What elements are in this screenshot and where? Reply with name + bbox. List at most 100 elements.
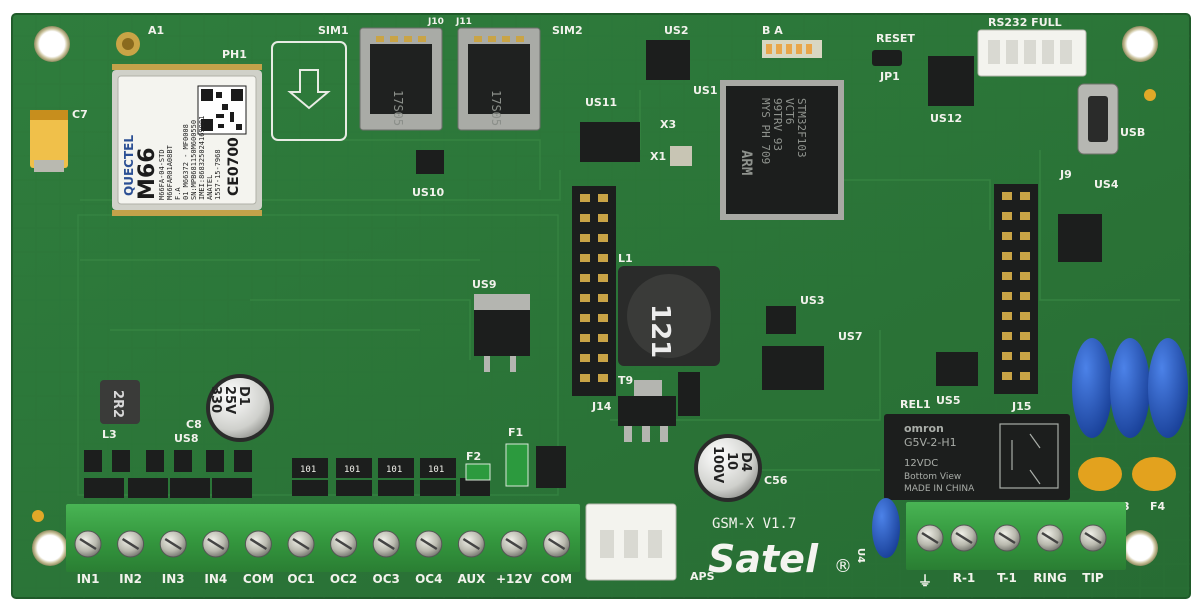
input-resistor-row xyxy=(84,450,252,498)
terminal-left-screw-3[interactable] xyxy=(159,530,187,558)
sim-holder-1-code: 17S05 xyxy=(391,90,405,126)
terminal-left-screw-11[interactable] xyxy=(500,530,528,558)
modem-line1: M66FA-04-STD xyxy=(158,149,166,200)
cap-c8-line3: 330 xyxy=(208,386,223,413)
label-us8: US8 xyxy=(174,432,199,445)
terminal-left-screw-4[interactable] xyxy=(202,530,230,558)
label-u4: U4 xyxy=(855,548,866,563)
brand-registered-mark: ® xyxy=(834,556,852,577)
terminal-screws-right[interactable] xyxy=(916,524,1107,552)
label-c7: C7 xyxy=(72,108,88,121)
ground-symbol-icon: ⏚ xyxy=(918,574,932,590)
brand-logo: Satel xyxy=(708,537,819,581)
label-rs232: RS232 FULL xyxy=(988,16,1062,29)
terminal-left-screw-6[interactable] xyxy=(287,530,315,558)
modem-line3: F.A xyxy=(174,187,182,200)
label-reset: RESET xyxy=(876,32,915,45)
label-sim2: SIM2 xyxy=(552,24,583,37)
label-ba: B A xyxy=(762,24,783,37)
terminal-left-screw-1[interactable] xyxy=(74,530,102,558)
terminal-right-label-3: RING xyxy=(1033,571,1067,585)
terminal-right-label-4: TIP xyxy=(1082,571,1104,585)
modem-line6: IMEI:868325024169981 xyxy=(198,116,206,200)
terminal-left-label-9: OC4 xyxy=(415,572,442,586)
cap-c8-line1: D1 xyxy=(236,386,251,406)
terminal-right-screw-3[interactable] xyxy=(1036,524,1064,552)
chip-us7 xyxy=(762,346,824,390)
terminal-left-screw-12[interactable] xyxy=(543,530,571,558)
terminal-left-label-6: OC1 xyxy=(287,572,314,586)
terminal-left-screw-9[interactable] xyxy=(415,530,443,558)
resistor-code-oc2: 101 xyxy=(344,465,360,475)
sim-holder-2-code: 17S05 xyxy=(489,90,503,126)
terminal-left-screw-2[interactable] xyxy=(117,530,145,558)
terminal-left-screw-10[interactable] xyxy=(457,530,485,558)
electrolytic-capacitor-c56 xyxy=(694,434,762,502)
board-model: GSM-X V1.7 xyxy=(712,516,796,532)
terminal-left-label-8: OC3 xyxy=(373,572,400,586)
terminal-block-left xyxy=(66,504,580,572)
modem-line5: SN:MPB681150M600550 xyxy=(190,120,198,200)
inductor-value: 121 xyxy=(645,304,675,358)
label-c56: C56 xyxy=(764,474,788,487)
label-j15: J15 xyxy=(1011,400,1031,413)
label-us11: US11 xyxy=(585,96,617,109)
terminal-right-screw-4[interactable] xyxy=(1079,524,1107,552)
label-j9: J9 xyxy=(1059,168,1072,181)
terminal-right-label-1: R-1 xyxy=(953,571,976,585)
tantalum-capacitor xyxy=(30,110,68,172)
terminal-right-screw-1[interactable] xyxy=(950,524,978,552)
label-us2: US2 xyxy=(664,24,689,37)
label-us10: US10 xyxy=(412,186,445,199)
label-j14: J14 xyxy=(591,400,612,413)
terminal-left-screw-8[interactable] xyxy=(372,530,400,558)
mcu-line2: VCT6 xyxy=(783,98,796,125)
label-l3: L3 xyxy=(102,428,117,441)
label-ph1: PH1 xyxy=(222,48,247,61)
ptc-fuses xyxy=(1078,457,1176,491)
label-t9: T9 xyxy=(618,374,633,387)
relay-model: G5V-2-H1 xyxy=(904,436,957,449)
microcontroller-chip xyxy=(720,80,844,220)
label-us4: US4 xyxy=(1094,178,1119,191)
chip-us10 xyxy=(416,150,444,174)
terminal-right-screw-ground[interactable] xyxy=(916,524,944,552)
terminal-left-label-1: IN1 xyxy=(77,572,100,586)
mcu-line4: MYS PH 709 xyxy=(759,98,772,164)
modem-line7: ANATEL xyxy=(206,175,214,200)
reset-jumper[interactable] xyxy=(872,50,902,66)
test-point xyxy=(32,510,44,522)
terminal-right-screw-2[interactable] xyxy=(993,524,1021,552)
pin-header-j15[interactable] xyxy=(994,184,1038,394)
pin-header-j14[interactable] xyxy=(572,186,616,396)
label-l1: L1 xyxy=(618,252,633,265)
power-diode xyxy=(536,446,566,488)
terminal-left-screw-7[interactable] xyxy=(330,530,358,558)
fuse-f2 xyxy=(465,463,491,481)
cap-c56-line1: D4 xyxy=(738,452,753,472)
usb-connector[interactable] xyxy=(1077,83,1119,155)
aps-power-connector[interactable] xyxy=(585,503,677,581)
resistor-code-oc3: 101 xyxy=(386,465,402,475)
modem-model: M66 xyxy=(135,147,160,200)
mcu-line1: STM32F103 xyxy=(795,98,808,158)
surge-capacitor-blue xyxy=(872,498,900,558)
surge-varistors xyxy=(1072,338,1188,438)
modem-line4: 01 M66372 - MF0008 xyxy=(182,124,190,200)
label-rel1: REL1 xyxy=(900,398,931,411)
label-us5: US5 xyxy=(936,394,961,407)
relay-origin: MADE IN CHINA xyxy=(904,484,975,494)
terminal-left-label-11: +12V xyxy=(496,572,533,586)
inductor-l3 xyxy=(100,380,140,424)
terminal-left-screw-5[interactable] xyxy=(244,530,272,558)
terminal-screws-left[interactable] xyxy=(74,530,571,558)
rs232-connector[interactable] xyxy=(977,29,1087,77)
label-a1: A1 xyxy=(148,24,164,37)
resistor-code-oc1: 101 xyxy=(300,465,316,475)
terminal-left-label-4: IN4 xyxy=(204,572,227,586)
cap-c8-line2: 25V xyxy=(222,386,237,414)
relay-voltage: 12VDC xyxy=(904,458,938,469)
label-us9: US9 xyxy=(472,278,497,291)
